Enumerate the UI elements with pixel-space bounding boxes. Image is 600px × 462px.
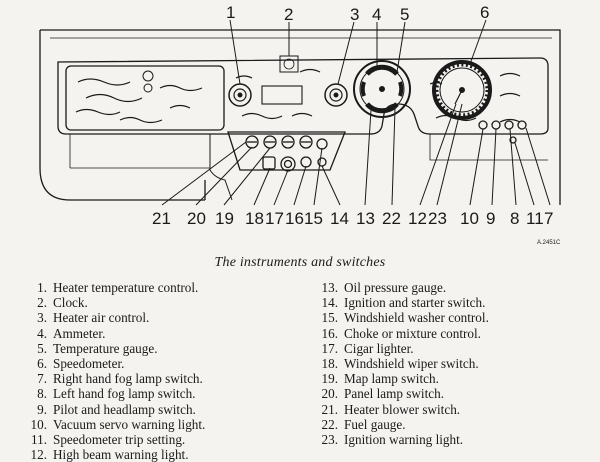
legend-left-column: 1.Heater temperature control. 2.Clock. 3… bbox=[24, 280, 206, 462]
legend-item: 4.Ammeter. bbox=[37, 325, 106, 341]
legend-item: 16.Choke or mixture control. bbox=[321, 325, 481, 341]
heater-temperature-control bbox=[228, 83, 252, 107]
callout-7: 7 bbox=[544, 209, 553, 228]
legend-item: 3.Heater air control. bbox=[37, 310, 150, 326]
right-switch-cluster bbox=[478, 120, 527, 144]
legend-item: 1.Heater temperature control. bbox=[37, 280, 199, 295]
figure-reference: A.2451C bbox=[537, 240, 561, 246]
callout-18: 18 bbox=[245, 209, 264, 228]
legend-item: 21.Heater blower switch. bbox=[321, 401, 461, 417]
heater-air-control bbox=[324, 83, 348, 107]
callout-10: 10 bbox=[460, 209, 479, 228]
legend-item: 12.High beam warning light. bbox=[30, 447, 189, 462]
callout-23: 23 bbox=[428, 209, 447, 228]
legend-item: 11.Speedometer trip setting. bbox=[31, 432, 186, 448]
legend-item: 2.Clock. bbox=[37, 295, 88, 311]
legend-item: 7.Right hand fog lamp switch. bbox=[37, 371, 203, 387]
callout-19: 19 bbox=[215, 209, 234, 228]
legend-item: 22.Fuel gauge. bbox=[321, 416, 406, 432]
dashboard-diagram: 1 2 3 4 5 6 7 8 9 10 11 12 13 14 15 16 1… bbox=[39, 3, 561, 246]
legend-item: 6.Speedometer. bbox=[37, 356, 125, 372]
callout-1: 1 bbox=[226, 3, 235, 22]
callout-5: 5 bbox=[400, 5, 409, 24]
callout-16: 16 bbox=[285, 209, 304, 228]
clock bbox=[261, 55, 303, 105]
callout-21: 21 bbox=[152, 209, 171, 228]
legend-item: 8.Left hand fog lamp switch. bbox=[37, 386, 196, 402]
wood-grain bbox=[75, 68, 521, 124]
legend-item: 18.Windshield wiper switch. bbox=[321, 356, 479, 372]
legend-item: 15.Windshield washer control. bbox=[321, 310, 489, 326]
figure-caption: The instruments and switches bbox=[214, 255, 386, 270]
callout-2: 2 bbox=[284, 5, 293, 24]
glovebox-lock bbox=[142, 70, 154, 93]
legend-item: 23.Ignition warning light. bbox=[321, 432, 464, 448]
legend-item: 14.Ignition and starter switch. bbox=[321, 295, 486, 311]
callout-22: 22 bbox=[382, 209, 401, 228]
callout-15: 15 bbox=[304, 209, 323, 228]
legend-item: 13.Oil pressure gauge. bbox=[321, 280, 447, 295]
glovebox-panel bbox=[65, 65, 225, 131]
callout-12: 12 bbox=[408, 209, 427, 228]
legend-item: 5.Temperature gauge. bbox=[37, 340, 158, 356]
callout-9: 9 bbox=[486, 209, 495, 228]
legend-item: 20.Panel lamp switch. bbox=[321, 386, 444, 402]
callout-13: 13 bbox=[356, 209, 375, 228]
legend-item: 19.Map lamp switch. bbox=[321, 371, 439, 387]
legend-right-column: 13.Oil pressure gauge. 14.Ignition and s… bbox=[315, 280, 489, 447]
legend-item: 17.Cigar lighter. bbox=[321, 340, 414, 356]
legend-item: 9.Pilot and headlamp switch. bbox=[37, 401, 196, 417]
legend-item: 10.Vacuum servo warning light. bbox=[30, 416, 206, 432]
leader-lines bbox=[161, 19, 551, 206]
callout-11: 11 bbox=[526, 209, 544, 228]
callout-6: 6 bbox=[480, 3, 489, 22]
lower-switch-panel bbox=[245, 135, 328, 172]
callout-20: 20 bbox=[187, 209, 206, 228]
callout-17: 17 bbox=[265, 209, 284, 228]
speedometer bbox=[432, 60, 492, 120]
callout-3: 3 bbox=[350, 5, 359, 24]
combination-gauge bbox=[353, 60, 411, 118]
wood-fascia bbox=[57, 57, 549, 135]
callout-8: 8 bbox=[510, 209, 519, 228]
callout-14: 14 bbox=[330, 209, 349, 228]
callout-4: 4 bbox=[372, 5, 381, 24]
